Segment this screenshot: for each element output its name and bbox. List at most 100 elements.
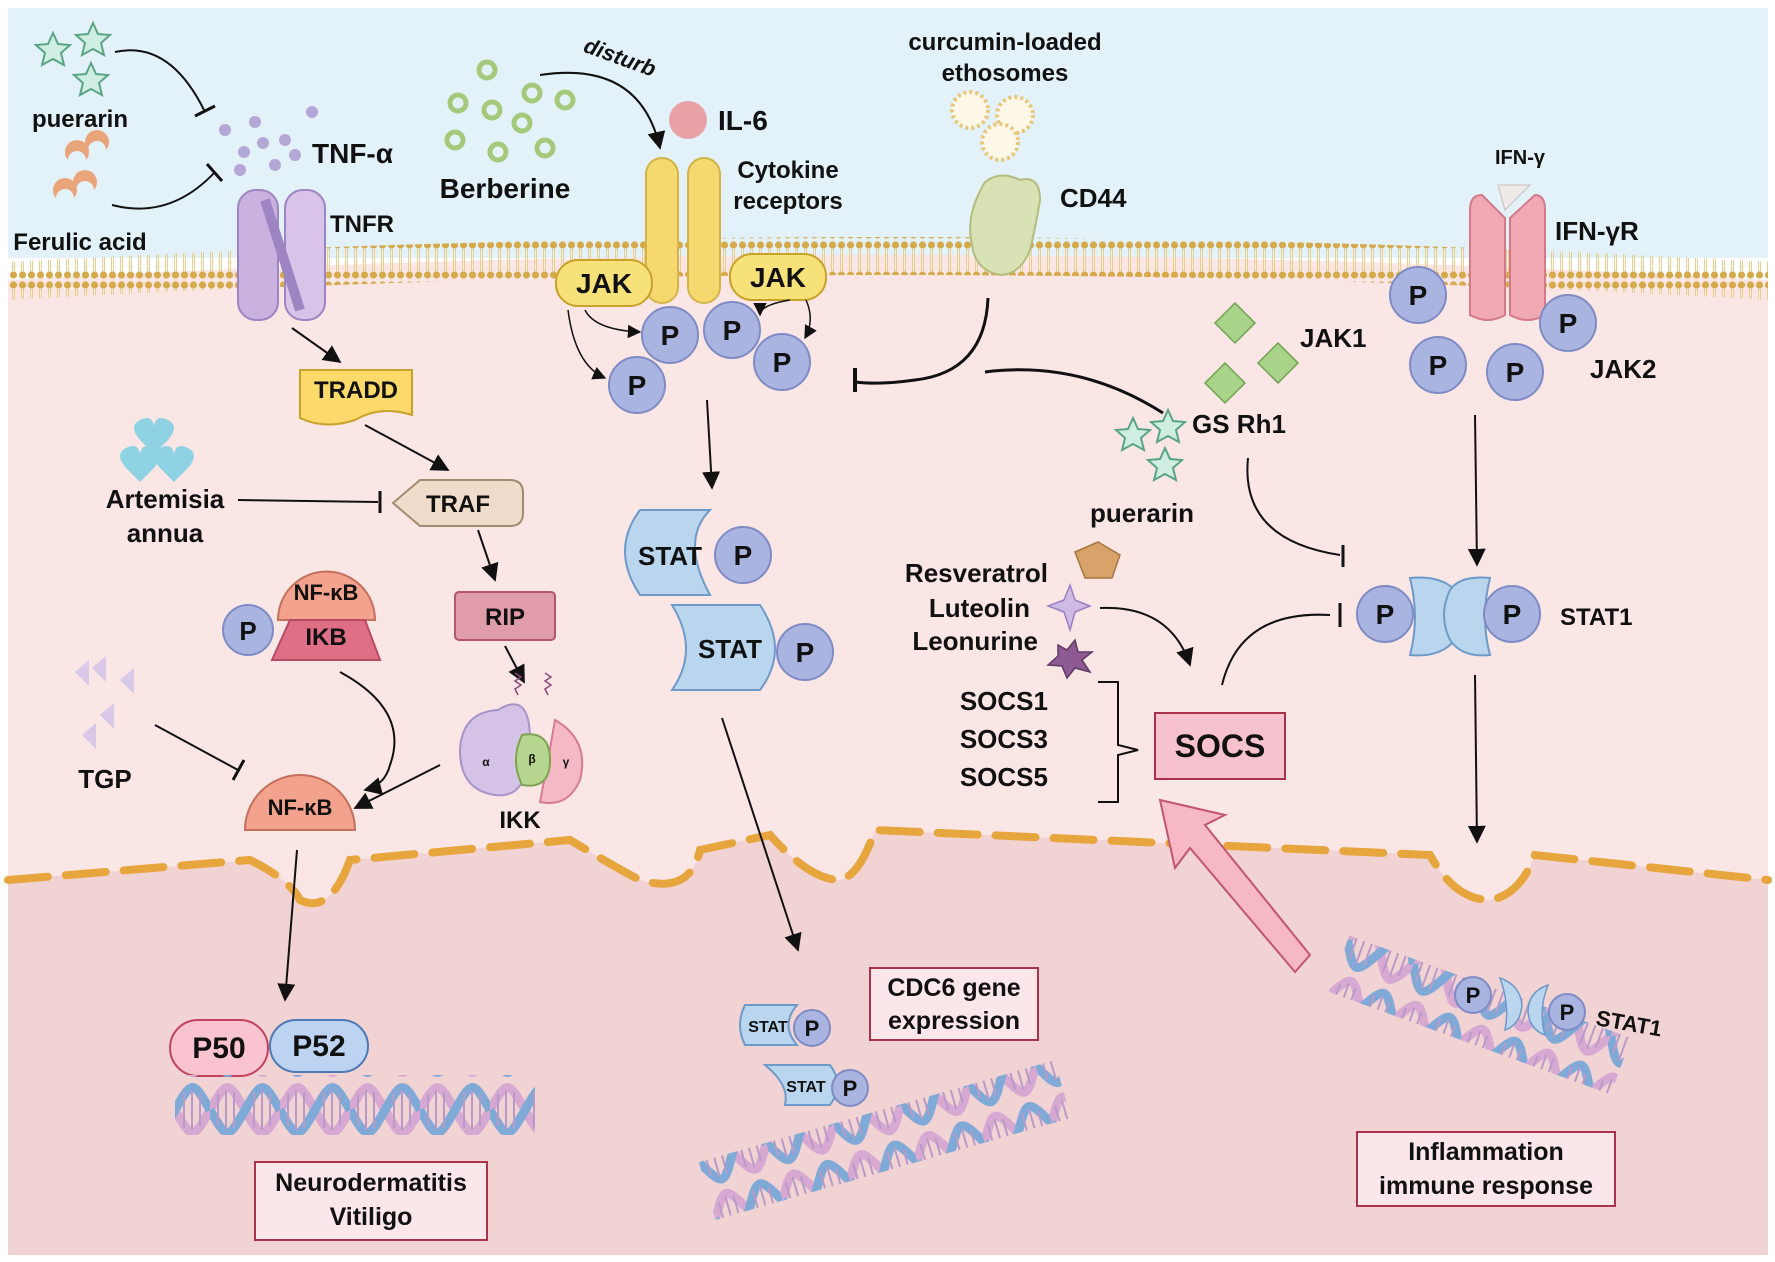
- jak-phospho-4-label: P: [628, 370, 647, 401]
- jak-phos-arrow-3: [753, 299, 791, 317]
- nuc-stat1-left: [1498, 976, 1523, 1032]
- nuc-stat1-phospho-right: [1548, 993, 1586, 1031]
- ifngr-phospho-4-label: P: [1559, 308, 1578, 339]
- tgp-inhibit-line: [154, 724, 239, 771]
- outcome-neuro-line1: Neurodermatitis: [275, 1169, 467, 1197]
- nuc-stat-2-phospho: [831, 1069, 869, 1107]
- stat1-phospho-right: [1483, 585, 1541, 643]
- tradd-node: [299, 369, 413, 426]
- traf-label: TRAF: [426, 491, 490, 518]
- socs1-label: SOCS1: [960, 686, 1048, 716]
- gsrh1-inhibit-line: [984, 368, 1164, 415]
- p52-label: P52: [292, 1030, 345, 1063]
- berberine-molecules-icon: [444, 59, 576, 163]
- tgp-inhibit-bar: [231, 759, 246, 781]
- jak-phospho-1-label: P: [661, 320, 680, 351]
- nuc-stat1-phospho-left: [1454, 976, 1492, 1014]
- nuc-stat1-phospho-left-label: P: [1466, 983, 1481, 1008]
- stat-2-phospho-label: P: [796, 637, 815, 668]
- gsrh1-label: GS Rh1: [1192, 409, 1286, 439]
- p50-label: P50: [192, 1032, 245, 1065]
- ferulic-acid-icon: [53, 130, 109, 198]
- stat1-monomer-right: [1443, 576, 1492, 657]
- outcome-box-neuro: [254, 1161, 488, 1241]
- jak-left-node: [555, 259, 653, 307]
- puerarin-stat1-inhibit-line: [1246, 457, 1341, 556]
- resveratrol-label: Resveratrol: [905, 558, 1048, 588]
- jak-phospho-2: [703, 301, 761, 359]
- tgp-label: TGP: [78, 764, 131, 794]
- curcumin-label-line1: curcumin-loaded: [908, 29, 1101, 56]
- nuclear-envelope: [4, 825, 1772, 908]
- berberine-disturb-arrow: [539, 71, 666, 150]
- puerarin-top-label: puerarin: [32, 106, 128, 133]
- stat-monomer-1: [624, 509, 713, 596]
- cytokine-receptor-right: [687, 157, 721, 304]
- ifngr-phospho-4: [1539, 294, 1597, 352]
- tnfr-to-tradd-arrow: [291, 327, 342, 364]
- ethosome-icon: [950, 90, 1035, 162]
- leonurine-icon: [1046, 638, 1095, 680]
- nfkb-label: NF-κB: [268, 795, 333, 820]
- ifn-gamma-molecule: [1497, 184, 1532, 211]
- outcome-cdc6-line1: CDC6 gene: [887, 974, 1020, 1002]
- tradd-label: TRADD: [314, 377, 398, 404]
- jak-right-label: JAK: [750, 262, 806, 293]
- stat-2-phospho: [776, 623, 834, 681]
- nuc-stat-1-phospho: [793, 1009, 831, 1047]
- jak-phospho-1: [641, 306, 699, 364]
- ifngr-right: [1509, 193, 1546, 321]
- ikk-alpha-label: α: [482, 755, 490, 769]
- leonurine-label: Leonurine: [912, 626, 1038, 656]
- jak-right-node: [729, 253, 827, 301]
- socs-inhibit-line: [1221, 613, 1331, 686]
- jak2-label: JAK2: [1590, 354, 1656, 384]
- stat1-phospho-left-label: P: [1376, 599, 1395, 630]
- nuc-stat1-phospho-right-label: P: [1560, 1000, 1575, 1025]
- cd44-inhibit-line: [854, 297, 990, 385]
- cd44-receptor: [969, 174, 1042, 277]
- socs-brace: [1098, 681, 1139, 803]
- jak-phospho-3: [753, 333, 811, 391]
- artemisia-label-line2: annua: [127, 518, 204, 548]
- jak-left-label: JAK: [576, 268, 632, 299]
- tnf-alpha-label: TNF-α: [312, 138, 393, 169]
- ikb-phospho: [222, 604, 274, 656]
- ferulic-inhibit-line: [111, 171, 216, 210]
- ifngr-label: IFN-γR: [1555, 216, 1639, 246]
- luteolin-label: Luteolin: [929, 593, 1030, 623]
- ikk-beta-label: β: [528, 752, 535, 766]
- outcome-box-cdc6: [869, 967, 1039, 1041]
- stat1-cyto-label: STAT1: [1560, 604, 1632, 631]
- jak1-label: JAK1: [1300, 323, 1366, 353]
- ifngr-phospho-3: [1486, 343, 1544, 401]
- ifn-gamma-label: IFN-γ: [1495, 147, 1546, 169]
- stat-to-nucleus-arrow: [721, 717, 802, 952]
- socs-node: [1154, 712, 1286, 780]
- ifngr-phospho-1: [1389, 266, 1447, 324]
- cd44-label: CD44: [1060, 183, 1127, 213]
- ferulic-inhibit-bar: [205, 163, 224, 182]
- cytokine-receptor-left: [645, 157, 679, 304]
- il6-molecule: [669, 101, 707, 139]
- nucleus: [8, 830, 1768, 1255]
- stat-1-phospho: [714, 526, 772, 584]
- puerarin-inhibit-line: [114, 49, 206, 113]
- luteolin-icon: [1045, 582, 1093, 633]
- tgp-molecule-icon: [75, 656, 134, 749]
- outcome-inflammation-line2: immune response: [1379, 1172, 1593, 1200]
- ikb-node: [270, 619, 382, 661]
- jak-phos-arrow-1: [584, 309, 642, 339]
- resveratrol-icon: [1074, 541, 1121, 579]
- curcumin-label-line2: ethosomes: [942, 60, 1069, 87]
- nfkb-node: [243, 774, 357, 831]
- ikk-label: IKK: [499, 807, 541, 834]
- jak-phos-arrow-2: [567, 309, 607, 380]
- jak-phos-arrow-4: [804, 299, 817, 340]
- stat-1-phospho-label: P: [734, 540, 753, 571]
- jak-phospho-3-label: P: [773, 347, 792, 378]
- nfkb-to-nucleus-arrow: [277, 849, 298, 1002]
- socs3-label: SOCS3: [960, 724, 1048, 754]
